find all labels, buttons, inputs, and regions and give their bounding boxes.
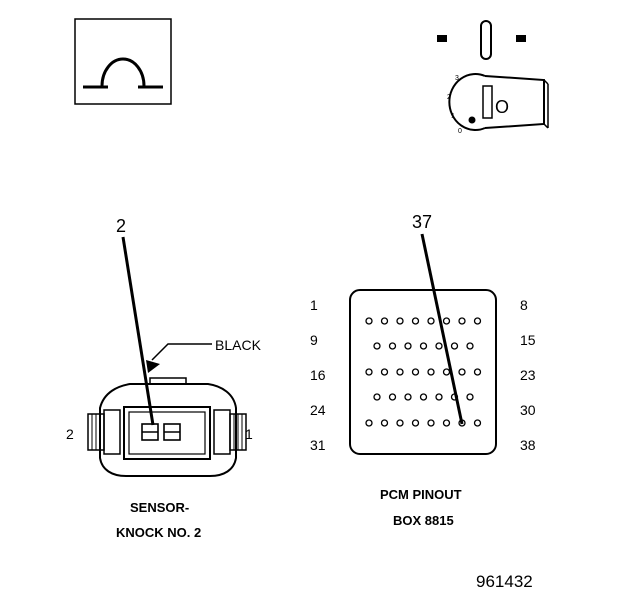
pcm-row-label-right-5: 38 [520, 437, 536, 453]
connector-pin-right-label: 1 [245, 426, 253, 442]
pcm-pin-16 [365, 368, 373, 376]
wire-color-label: BLACK [215, 337, 262, 353]
pcm-pin-24 [373, 393, 381, 401]
pcm-pin-35 [427, 419, 435, 427]
pcm-pin-27 [419, 393, 428, 401]
ignition-key-icon: 3 2 1 0 O [437, 20, 549, 135]
figure-number: 961432 [476, 572, 533, 591]
ignition-key-label: O [495, 97, 509, 117]
pcm-pin-34 [411, 419, 420, 427]
pcm-pin-grid [365, 317, 482, 427]
pcm-row-label-left-2: 9 [310, 332, 318, 348]
pcm-pin-1 [365, 317, 373, 325]
pcm-pin-3 [396, 317, 404, 325]
pcm-pin-15 [466, 342, 474, 350]
pcm-pin-20 [427, 368, 435, 376]
pcm-pin-12 [419, 342, 428, 350]
pcm-row-label-left-1: 1 [310, 297, 318, 313]
pcm-callout-pin: 37 [412, 212, 432, 232]
pcm-pin-14 [450, 342, 459, 350]
pcm-pin-13 [435, 342, 443, 350]
connector-terminals [141, 423, 181, 441]
pcm-pin-21 [442, 368, 451, 376]
pcm-pinout-connector: 37 1 9 16 24 31 8 15 23 30 38 PCM PINOUT… [310, 212, 536, 528]
pcm-pin-31 [365, 419, 373, 427]
pcm-pin-2 [380, 317, 389, 325]
pcm-row-label-left-4: 24 [310, 402, 326, 418]
knock-sensor-title-line2: KNOCK NO. 2 [116, 525, 201, 540]
ohmmeter-symbol [74, 18, 172, 105]
left-lock-tab [87, 409, 121, 455]
pcm-pin-30 [466, 393, 474, 401]
right-lock-tab [213, 409, 247, 455]
pcm-pin-28 [435, 393, 443, 401]
ohm-symbol-icon [83, 57, 163, 89]
pcm-pin-17 [380, 368, 389, 376]
pcm-pin-26 [404, 393, 412, 401]
ignition-position-3: 3 [455, 75, 459, 82]
pcm-pin-18 [396, 368, 404, 376]
pcm-pin-10 [388, 342, 397, 350]
pcm-pin-36 [442, 419, 451, 427]
pcm-pin-5 [427, 317, 435, 325]
knock-sensor-title-line1: SENSOR- [130, 500, 189, 515]
pcm-row-label-right-1: 8 [520, 297, 528, 313]
knock-sensor-callout-pin: 2 [116, 216, 126, 236]
pcm-pin-23 [473, 368, 482, 376]
pcm-pin-33 [396, 419, 404, 427]
pcm-title-line1: PCM PINOUT [380, 487, 462, 502]
knock-sensor-connector: 2 BLACK [66, 216, 262, 540]
pcm-pin-11 [404, 342, 412, 350]
pcm-row-label-left-3: 16 [310, 367, 326, 383]
pcm-title-line2: BOX 8815 [393, 513, 454, 528]
pcm-row-label-right-3: 23 [520, 367, 536, 383]
pcm-row-label-right-4: 30 [520, 402, 536, 418]
ignition-position-2: 2 [447, 94, 451, 101]
ignition-position-1: 1 [451, 113, 455, 120]
pcm-pin-32 [380, 419, 389, 427]
pcm-pin-8 [473, 317, 482, 325]
pcm-pin-9 [373, 342, 381, 350]
connector-pin-left-label: 2 [66, 426, 74, 442]
pcm-pin-38 [473, 419, 482, 427]
pcm-pin-19 [411, 368, 420, 376]
pcm-pin-22 [458, 368, 466, 376]
pcm-row-label-right-2: 15 [520, 332, 536, 348]
ignition-position-0: 0 [458, 128, 462, 135]
pcm-pin-6 [442, 317, 451, 325]
pcm-pin-7 [458, 317, 466, 325]
pcm-row-label-left-5: 31 [310, 437, 326, 453]
pcm-pin-4 [411, 317, 420, 325]
pcm-pin-25 [388, 393, 397, 401]
